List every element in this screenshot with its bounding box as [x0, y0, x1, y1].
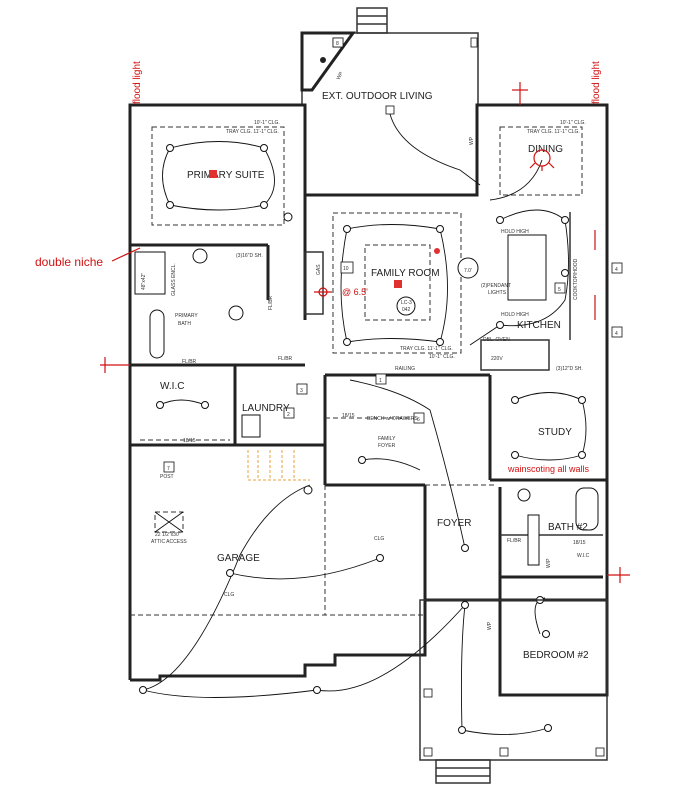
svg-text:2: 2 [287, 412, 290, 418]
svg-text:CLG: CLG [224, 592, 234, 598]
red-annotations: flood light flood light double niche @ 6… [35, 61, 630, 583]
svg-text:DBL. OVEN: DBL. OVEN [483, 337, 510, 343]
svg-text:BATH: BATH [178, 321, 191, 327]
wiring [142, 113, 587, 735]
svg-text:RAILING: RAILING [395, 366, 415, 372]
svg-text:FOYER: FOYER [378, 443, 396, 449]
walls [128, 103, 609, 697]
svg-text:10'-1" CLG.: 10'-1" CLG. [254, 120, 280, 126]
svg-text:042: 042 [402, 307, 411, 313]
svg-text:FL/BR: FL/BR [278, 356, 293, 362]
svg-text:22 1/2"x30": 22 1/2"x30" [155, 532, 181, 538]
label-kitchen: KITCHEN [517, 320, 561, 331]
label-outdoor-living: EXT. OUTDOOR LIVING [322, 91, 433, 102]
svg-text:(3)12"D SH.: (3)12"D SH. [556, 366, 583, 372]
svg-text:FL/BR: FL/BR [507, 538, 522, 544]
height-note: @ 6.5' [342, 287, 368, 297]
svg-text:4: 4 [615, 331, 618, 337]
svg-text:HOLD HIGH: HOLD HIGH [501, 312, 529, 318]
label-bath2: BATH #2 [548, 522, 588, 533]
svg-text:WP: WP [469, 136, 475, 145]
svg-text:10'-1" CLG.: 10'-1" CLG. [560, 120, 586, 126]
svg-text:220V: 220V [491, 356, 503, 362]
svg-text:18/15: 18/15 [183, 438, 196, 444]
room-labels: EXT. OUTDOOR LIVING PRIMARY SUITE DINING… [160, 91, 589, 661]
svg-text:FL/BR: FL/BR [182, 359, 197, 365]
label-study: STUDY [538, 427, 572, 438]
svg-text:LC-3: LC-3 [401, 300, 412, 306]
flood-light-left-note: flood light [132, 61, 143, 104]
svg-text:BENCH w/ DRAWERS: BENCH w/ DRAWERS [367, 416, 418, 422]
double-niche-arrow [111, 247, 141, 262]
label-bedroom2: BEDROOM #2 [523, 650, 589, 661]
svg-text:LIGHTS: LIGHTS [488, 290, 507, 296]
rear-steps [356, 7, 388, 34]
svg-text:6: 6 [417, 417, 420, 423]
light-fixtures [134, 144, 599, 734]
circuit-tags: 1 2 3 4 4 5 6 7 8 10 [163, 37, 623, 473]
svg-text:(2)PENDANT: (2)PENDANT [481, 283, 511, 289]
svg-text:GAS: GAS [316, 264, 322, 275]
svg-text:CLG: CLG [374, 536, 384, 542]
svg-text:FAMILY: FAMILY [378, 436, 396, 442]
svg-text:8: 8 [336, 41, 339, 47]
svg-text:HOLD HIGH: HOLD HIGH [501, 229, 529, 235]
svg-text:1: 1 [379, 378, 382, 384]
svg-text:POST: POST [160, 474, 174, 480]
svg-text:18/15: 18/15 [573, 540, 586, 546]
svg-text:TRAY CLG. 11'-1" CLG.: TRAY CLG. 11'-1" CLG. [226, 129, 279, 135]
svg-text:WP: WP [487, 621, 493, 630]
double-niche-note: double niche [35, 255, 103, 269]
svg-text:7.0': 7.0' [464, 268, 472, 274]
svg-text:48"x42": 48"x42" [141, 273, 147, 290]
svg-text:10'-1" CLG.: 10'-1" CLG. [429, 354, 455, 360]
svg-text:PRIMARY: PRIMARY [175, 313, 198, 319]
svg-text:ATTIC ACCESS: ATTIC ACCESS [151, 539, 187, 545]
label-foyer: FOYER [437, 518, 471, 529]
label-garage: GARAGE [217, 553, 260, 564]
svg-text:COOKTOP/HOOD: COOKTOP/HOOD [573, 258, 579, 300]
plan-notes: 10'-1" CLG. TRAY CLG. 11'-1" CLG. 10'-1"… [141, 70, 590, 630]
svg-text:FL/BR: FL/BR [268, 295, 274, 310]
wainscoting-note: wainscoting all walls [507, 464, 590, 474]
svg-text:(3)16"D SH.: (3)16"D SH. [236, 253, 263, 259]
svg-text:GLASS ENCL.: GLASS ENCL. [171, 263, 177, 296]
svg-text:5: 5 [558, 287, 561, 293]
ceiling-outlines [130, 126, 583, 616]
svg-text:TRAY CLG. 11'-1" CLG.: TRAY CLG. 11'-1" CLG. [527, 129, 580, 135]
label-dining: DINING [528, 144, 563, 155]
label-wic: W.I.C [160, 381, 184, 392]
svg-text:W.I.C: W.I.C [577, 553, 590, 559]
svg-text:10: 10 [343, 266, 349, 272]
svg-text:3: 3 [300, 388, 303, 394]
svg-text:4: 4 [615, 267, 618, 273]
svg-text:7: 7 [167, 466, 170, 472]
label-family-room: FAMILY ROOM [371, 268, 440, 279]
svg-text:TRAY CLG. 11'-1" CLG.: TRAY CLG. 11'-1" CLG. [400, 346, 453, 352]
svg-text:WP: WP [336, 70, 346, 81]
svg-text:18/15: 18/15 [342, 413, 355, 419]
front-porch [419, 599, 608, 784]
flood-light-right-note: flood light [591, 61, 602, 104]
label-laundry: LAUNDRY [242, 403, 290, 414]
label-primary-suite: PRIMARY SUITE [187, 170, 265, 181]
svg-text:W/P: W/P [546, 558, 552, 568]
